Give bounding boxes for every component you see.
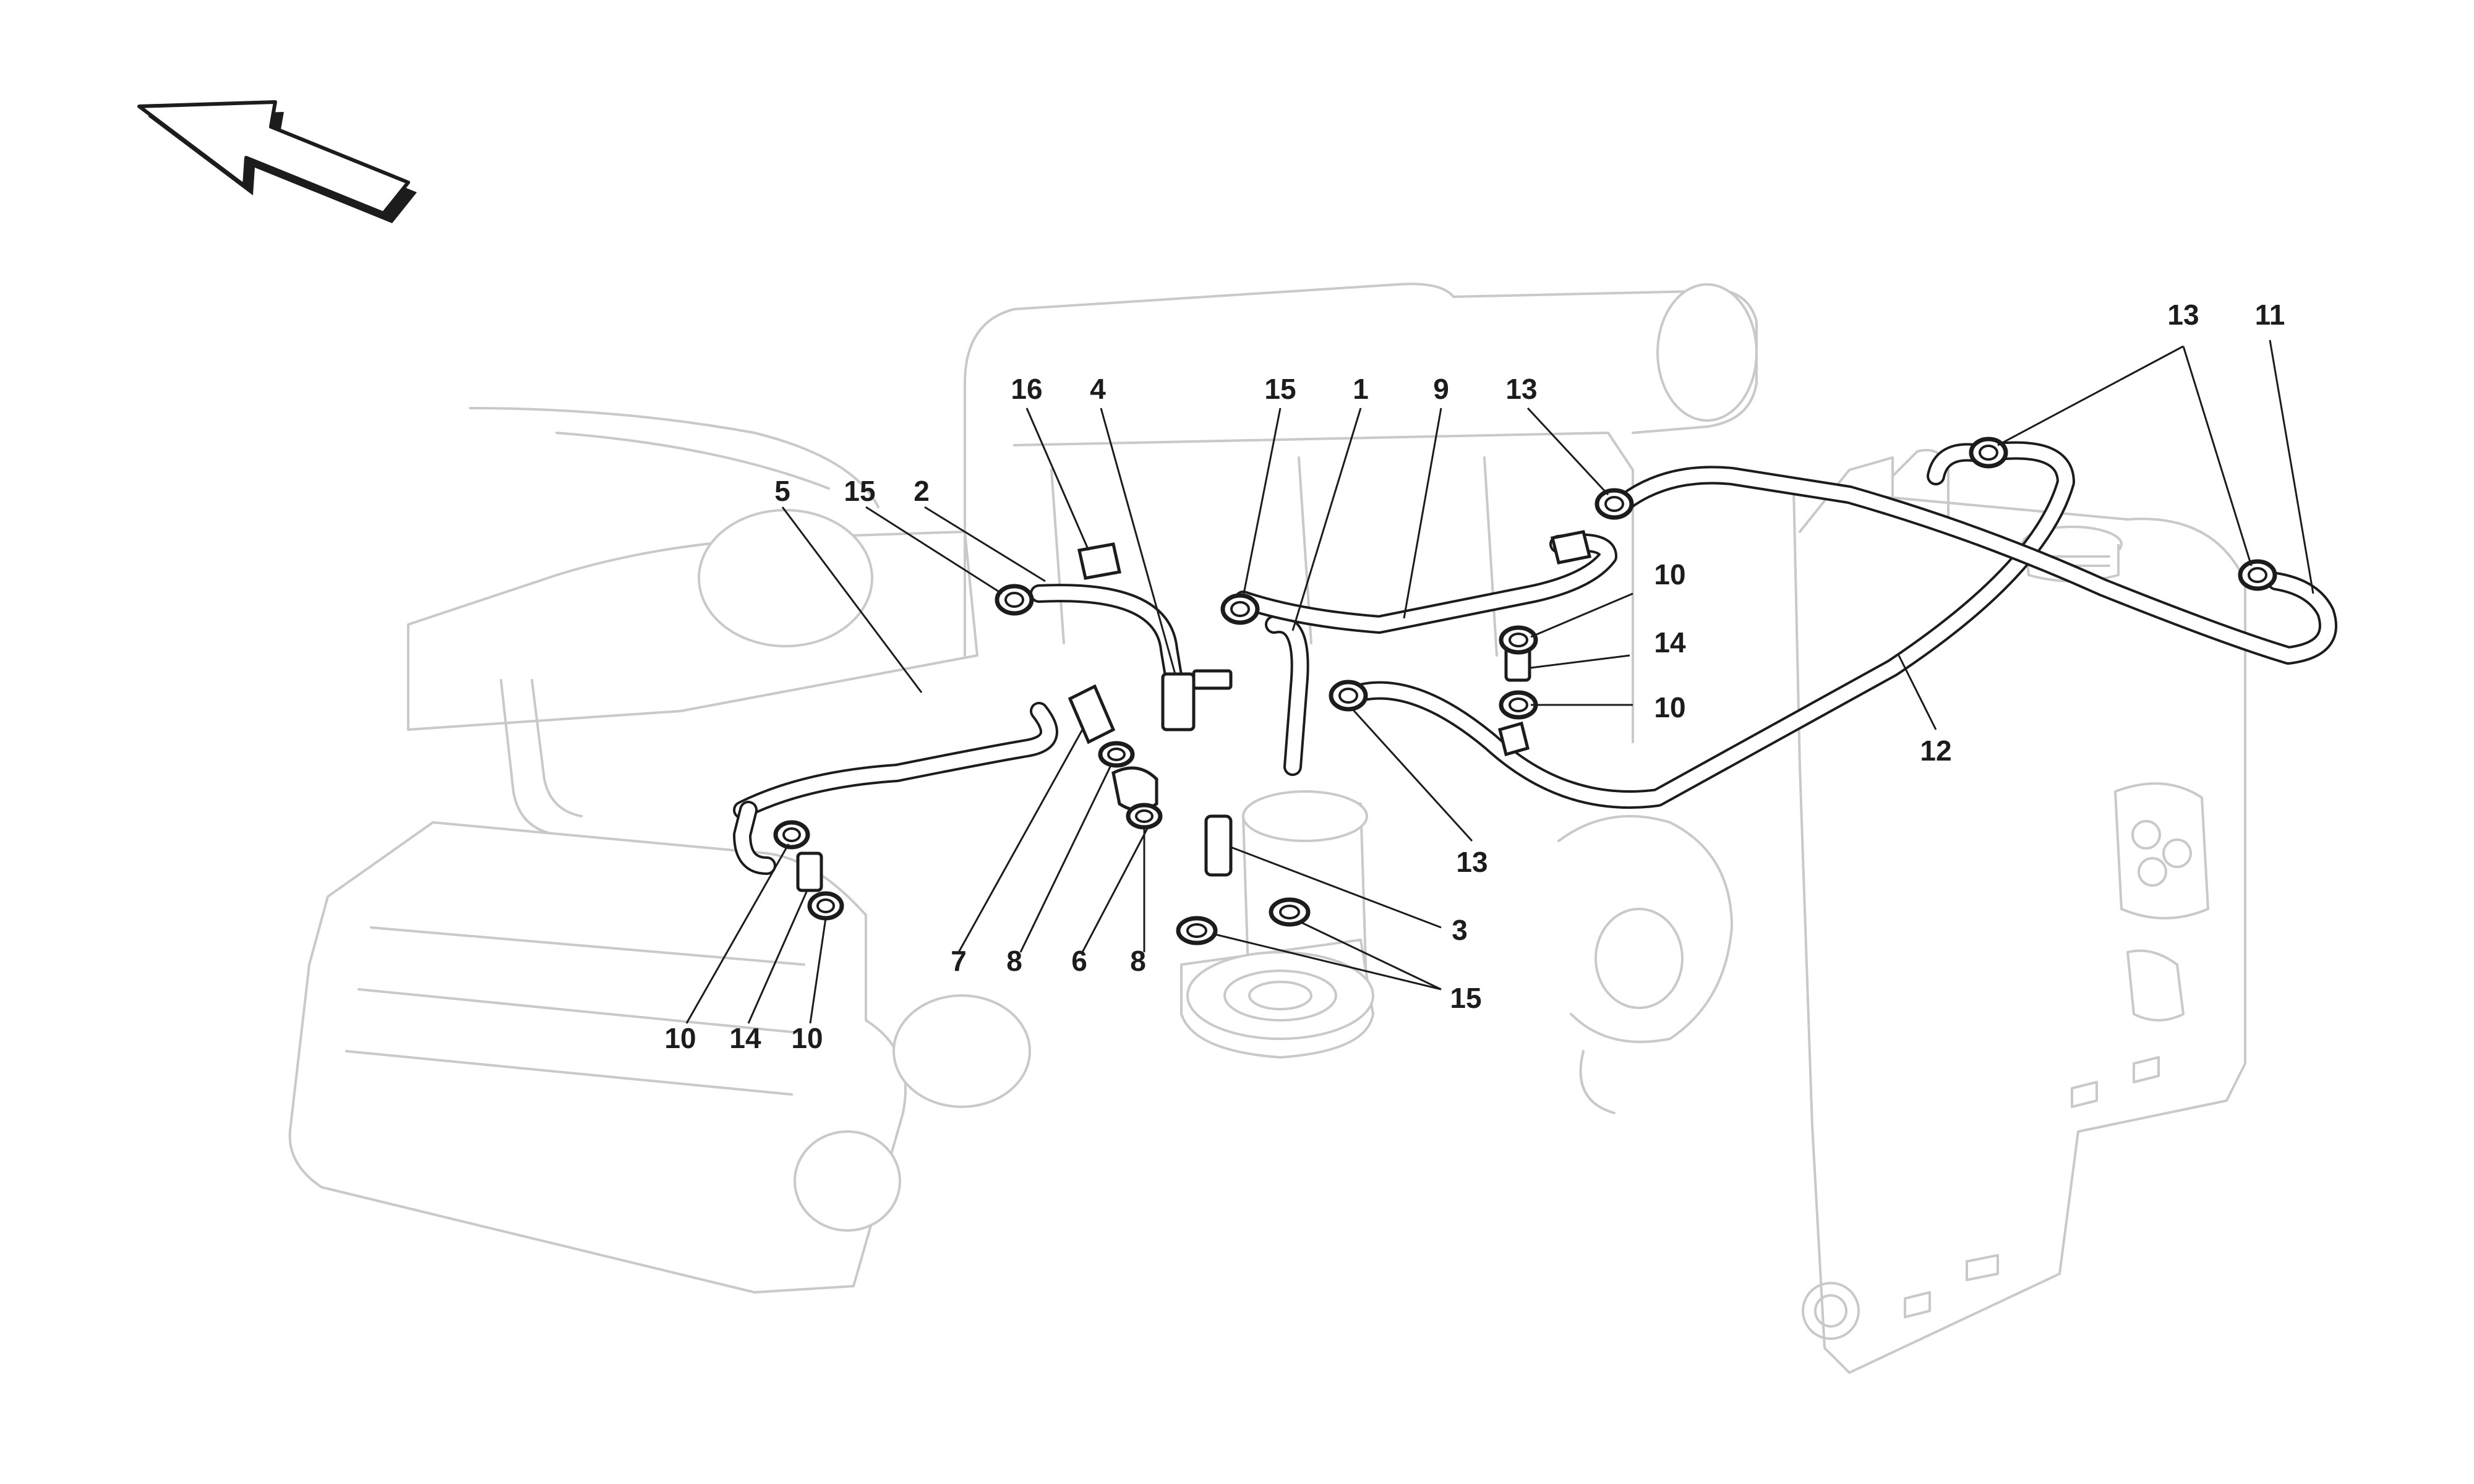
small-parts: [796, 530, 1592, 892]
clamp-8-lower: [1126, 803, 1163, 830]
clamp-8-upper: [1098, 741, 1135, 768]
callout-9: 9: [1433, 373, 1449, 405]
callout-4: 4: [1090, 373, 1106, 405]
callout-13: 13: [1456, 846, 1487, 878]
clamp-13-right: [2238, 559, 2277, 591]
clamp-10-right-lower: [1499, 690, 1538, 720]
oil-tank: [1792, 449, 2246, 1374]
clamp-10-left-upper: [773, 820, 810, 850]
callout-8: 8: [1130, 945, 1146, 977]
callout-3: 3: [1452, 914, 1468, 946]
clamp-13-upper: [1594, 488, 1634, 520]
clamp-13-top: [1969, 437, 2008, 469]
callout-1: 1: [1353, 373, 1369, 405]
hose-clamps: [773, 437, 2277, 945]
clamp-10-right-upper: [1499, 625, 1538, 655]
callout-6: 6: [1071, 945, 1087, 977]
engine-block-background: [288, 283, 1758, 1294]
callout-15: 15: [844, 475, 875, 507]
callout-11: 11: [2255, 299, 2285, 331]
callout-14: 14: [1654, 626, 1686, 659]
callout-labels: 16 4 15 1 9 13 13 11 5 15 2 10 14 10 12 …: [664, 299, 2285, 1054]
clamp-10-left-lower: [807, 891, 844, 921]
callout-7: 7: [951, 945, 967, 977]
callout-10: 10: [1654, 558, 1685, 591]
callout-10: 10: [1654, 691, 1685, 723]
callout-13: 13: [1505, 373, 1537, 405]
leader-lines: [685, 339, 2314, 1024]
clamp-15-upper-left: [995, 584, 1034, 616]
clamp-15-filter-right: [1269, 897, 1311, 927]
front-direction-arrow-icon: [137, 100, 417, 223]
clamp-13-center: [1329, 680, 1368, 712]
callout-10: 10: [791, 1022, 823, 1054]
hoses: [733, 441, 2337, 875]
callout-15: 15: [1450, 982, 1481, 1014]
callout-2: 2: [914, 475, 930, 507]
callout-15: 15: [1264, 373, 1296, 405]
callout-13: 13: [2167, 299, 2199, 331]
callout-10: 10: [664, 1022, 696, 1054]
clamp-15-filter-left: [1176, 916, 1218, 945]
clamp-15-center: [1220, 593, 1260, 625]
callout-16: 16: [1011, 373, 1042, 405]
callout-12: 12: [1920, 735, 1951, 767]
callout-5: 5: [774, 475, 790, 507]
callout-8: 8: [1006, 945, 1022, 977]
callout-14: 14: [729, 1022, 761, 1054]
